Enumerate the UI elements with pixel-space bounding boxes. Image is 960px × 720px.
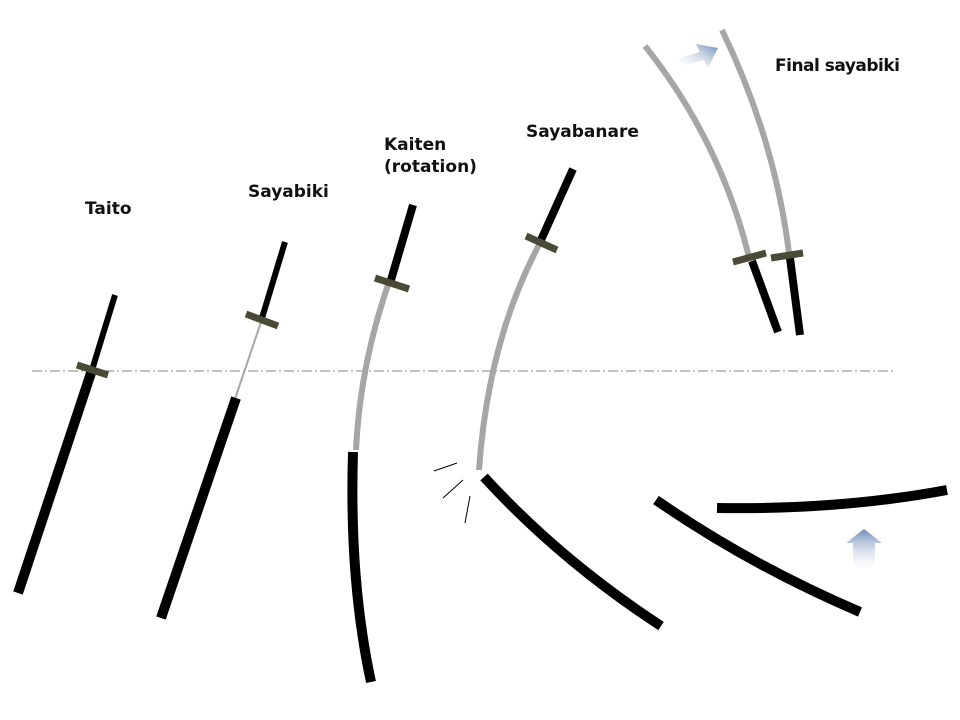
label-sayabanare: Sayabanare xyxy=(526,122,639,142)
blade xyxy=(476,241,543,471)
tsuba-right xyxy=(770,249,804,262)
saya-upper xyxy=(716,485,948,514)
saya xyxy=(347,451,376,684)
stage-taito-sword xyxy=(13,294,118,595)
label-kaiten-line1: Kaiten xyxy=(384,135,447,155)
label-sayabiki: Sayabiki xyxy=(248,182,329,202)
blade xyxy=(353,281,392,451)
spark-lines-icon xyxy=(433,462,471,524)
blade-left xyxy=(642,44,752,258)
tsuba xyxy=(524,232,559,254)
blade-right xyxy=(719,28,792,254)
tsuka xyxy=(89,294,118,371)
stage-kaiten-sword xyxy=(347,203,417,684)
tsuka-right xyxy=(786,257,804,336)
saya-lower xyxy=(653,495,862,617)
tsuka xyxy=(537,167,577,242)
saya xyxy=(156,396,241,620)
stage-sayabanare-sword xyxy=(433,167,664,631)
saya xyxy=(480,473,664,631)
tsuka-left xyxy=(748,259,782,334)
label-final-sayabiki: Final sayabiki xyxy=(775,56,900,76)
label-kaiten: Kaiten (rotation) xyxy=(384,134,477,178)
tsuba-left xyxy=(732,249,767,266)
up-arrow-icon xyxy=(846,529,882,570)
tsuba xyxy=(244,310,280,330)
tsuka xyxy=(259,241,288,319)
tsuka xyxy=(387,203,417,282)
stage-sayabiki-sword xyxy=(156,241,288,620)
stage-final-sayabiki-swords xyxy=(642,28,948,617)
blade xyxy=(234,321,262,400)
tsuba xyxy=(373,274,411,293)
up-arrow-icon xyxy=(679,44,718,68)
saya xyxy=(13,371,96,595)
label-kaiten-line2: (rotation) xyxy=(384,157,477,177)
label-taito: Taito xyxy=(85,199,132,219)
tsuba xyxy=(75,361,110,379)
